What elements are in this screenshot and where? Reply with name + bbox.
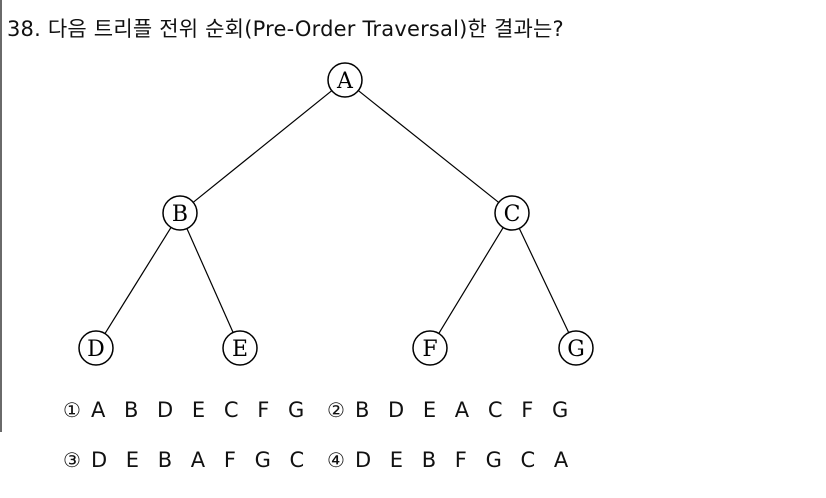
node-label: G [567,337,585,362]
node-label: D [87,337,105,362]
node-label: C [504,202,521,227]
node-label: A [336,69,354,94]
choice-number: ① [63,398,81,422]
tree-node-C: C [494,195,530,231]
choice-sequence: A B D E C F G [90,398,311,422]
choice-row-1: ① A B D E C F G ② B D E A C F G [63,398,574,448]
choice-row-2: ③ D E B A F G C ④ D E B F G C A [63,448,574,498]
node-label: B [172,202,188,227]
tree-node-G: G [558,330,594,366]
edge-A-C [357,90,500,203]
choice-1[interactable]: ① A B D E C F G [63,398,327,422]
choice-3[interactable]: ③ D E B A F G C [63,448,327,472]
tree-node-F: F [412,330,448,366]
choice-number: ④ [327,448,345,472]
choice-number: ③ [63,448,81,472]
edge-A-B [192,90,333,203]
question-text: 38. 다음 트리플 전위 순회(Pre-Order Traversal)한 결… [7,13,564,43]
question-body: 다음 트리플 전위 순회(Pre-Order Traversal)한 결과는? [47,17,564,41]
tree-node-E: E [222,330,258,366]
edge-B-D [104,227,172,334]
choice-2[interactable]: ② B D E A C F G [327,398,574,422]
question-number: 38. [7,17,41,41]
edge-C-G [518,228,570,333]
tree-node-B: B [162,195,198,231]
node-label: E [232,337,248,362]
choice-number: ② [327,398,345,422]
answer-choices: ① A B D E C F G ② B D E A C F G ③ D E B … [63,398,574,498]
choice-sequence: B D E A C F G [354,398,575,422]
edge-B-E [186,228,234,333]
choice-sequence: D E B A F G C [90,448,311,472]
tree-node-D: D [78,330,114,366]
left-border [0,0,2,432]
edge-C-F [438,227,504,334]
node-label: F [422,337,437,362]
binary-tree-diagram: A B C D E F G [78,62,594,366]
choice-4[interactable]: ④ D E B F G C A [327,448,574,472]
choice-sequence: D E B F G C A [354,448,575,472]
tree-node-A: A [327,62,363,98]
